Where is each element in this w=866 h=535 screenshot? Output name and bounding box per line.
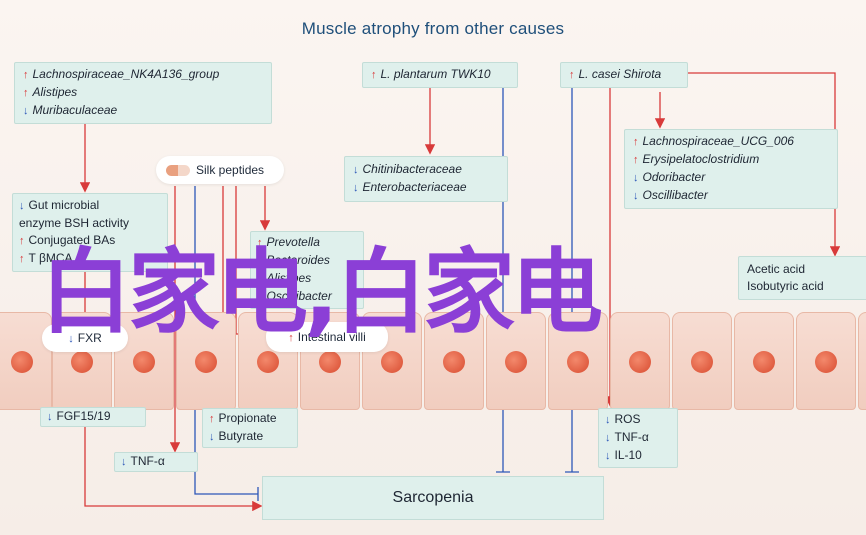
arrow-fgf-to-sarcopenia	[84, 426, 263, 512]
up-arrow-icon: ↑	[633, 154, 639, 166]
box-acids: Acetic acid Isobutyric acid	[738, 256, 866, 300]
down-arrow-icon: ↓	[605, 432, 611, 444]
box-top-left-taxa: ↑Lachnospiraceae_NK4A136_group ↑Alistipe…	[14, 62, 272, 124]
up-arrow-icon: ↑	[633, 136, 639, 148]
pill-intestinal-villi: ↑Intestinal villi	[266, 322, 388, 352]
box-ros: ↓ROS ↓TNF-α ↓IL-10	[598, 408, 678, 468]
box-casei: ↑L. casei Shirota	[560, 62, 688, 88]
epithelial-cell	[858, 312, 866, 410]
epithelial-cell	[0, 312, 52, 410]
down-arrow-icon: ↓	[605, 450, 611, 462]
up-arrow-icon: ↑	[209, 413, 215, 425]
down-arrow-icon: ↓	[209, 431, 215, 443]
epithelial-cell	[176, 312, 236, 410]
down-arrow-icon: ↓	[633, 172, 639, 184]
down-arrow-icon: ↓	[353, 164, 359, 176]
up-arrow-icon: ↑	[569, 69, 575, 81]
up-arrow-icon: ↑	[19, 253, 25, 265]
epithelial-cell	[486, 312, 546, 410]
box-chitinibacteraceae: ↓Chitinibacteraceae ↓Enterobacteriaceae	[344, 156, 508, 202]
up-arrow-icon: ↑	[23, 69, 29, 81]
down-arrow-icon: ↓	[353, 182, 359, 194]
pill-fxr: ↓FXR	[42, 324, 128, 352]
up-arrow-icon: ↑	[19, 235, 25, 247]
down-arrow-icon: ↓	[257, 273, 263, 285]
inhibit-silk-to-sarcopenia	[194, 186, 259, 501]
down-arrow-icon: ↓	[633, 190, 639, 202]
down-arrow-icon: ↓	[23, 105, 29, 117]
sarcopenia-box: Sarcopenia	[262, 476, 604, 520]
pill-silk-peptides: Silk peptides	[156, 156, 284, 184]
up-arrow-icon: ↑	[371, 69, 377, 81]
down-arrow-icon: ↓	[257, 291, 263, 303]
box-propionate: ↑Propionate ↓Butyrate	[202, 408, 298, 448]
epithelial-cell	[548, 312, 608, 410]
box-gut-enzyme: ↓Gut microbial enzyme BSH activity ↑Conj…	[12, 193, 168, 272]
down-arrow-icon: ↓	[19, 200, 25, 212]
diagram-title: Muscle atrophy from other causes	[301, 19, 565, 38]
down-arrow-icon: ↓	[47, 411, 53, 423]
down-arrow-icon: ↓	[68, 333, 74, 345]
box-prevotella: ↑Prevotella ↓Bacteroides ↓Alistipes ↓Osc…	[250, 231, 364, 309]
down-arrow-icon: ↓	[121, 456, 127, 468]
watermark-text: 白家电,白家电	[40, 239, 603, 346]
box-plantarum: ↑L. plantarum TWK10	[362, 62, 518, 88]
epithelial-cell	[734, 312, 794, 410]
up-arrow-icon: ↑	[288, 332, 294, 344]
box-fgf: ↓FGF15/19	[40, 407, 146, 427]
down-arrow-icon: ↓	[605, 414, 611, 426]
epithelial-cell	[796, 312, 856, 410]
box-right-taxa: ↑Lachnospiraceae_UCG_006 ↑Erysipelatoclo…	[624, 129, 838, 209]
epithelial-cell	[672, 312, 732, 410]
epithelial-cell	[610, 312, 670, 410]
up-arrow-icon: ↑	[257, 237, 263, 249]
box-tnf: ↓TNF-α	[114, 452, 198, 472]
epithelial-cell	[424, 312, 484, 410]
up-arrow-icon: ↑	[23, 87, 29, 99]
capsule-icon	[166, 165, 190, 177]
down-arrow-icon: ↓	[257, 255, 263, 267]
